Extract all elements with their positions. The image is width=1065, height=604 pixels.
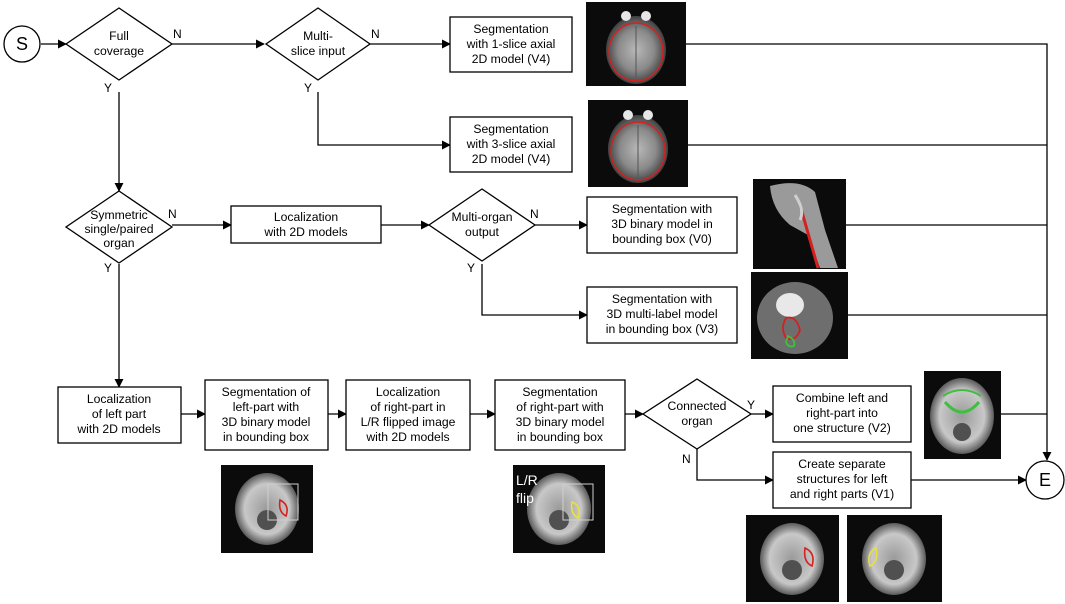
- edge-label-y: Y: [104, 81, 112, 95]
- axial-head-scan-left: [221, 465, 313, 553]
- axial-head-scan-v1-left: [746, 515, 839, 602]
- edge-label-y: Y: [467, 261, 475, 275]
- edge-label-n: N: [173, 27, 182, 41]
- edge-label-y: Y: [304, 81, 312, 95]
- edge-labels: N Y N Y N Y N Y Y N: [104, 27, 755, 466]
- edge-label-n: N: [682, 452, 691, 466]
- edge-label-n: N: [168, 207, 177, 221]
- axial-head-scan-v1-right: [847, 515, 942, 602]
- decision-multi-slice-input: Multi-slice input: [264, 7, 372, 81]
- svg-text:Multi-slice input: Multi-slice input: [291, 29, 346, 58]
- axial-head-scan-green: [924, 371, 1001, 459]
- axial-brain-scan-2: [588, 100, 688, 187]
- sagittal-pelvis-scan: [751, 272, 848, 359]
- start-node: S: [3, 25, 41, 63]
- connectors: [41, 39, 1052, 485]
- edge-label-y: Y: [747, 398, 755, 412]
- end-node: E: [1025, 460, 1065, 500]
- svg-text:E: E: [1039, 470, 1051, 490]
- edge-label-y: Y: [104, 261, 112, 275]
- edge-label-n: N: [371, 27, 380, 41]
- svg-text:S: S: [16, 34, 28, 54]
- edge-label-n: N: [530, 207, 539, 221]
- axial-brain-scan-1: [586, 2, 686, 86]
- sagittal-spine-scan: [753, 179, 846, 269]
